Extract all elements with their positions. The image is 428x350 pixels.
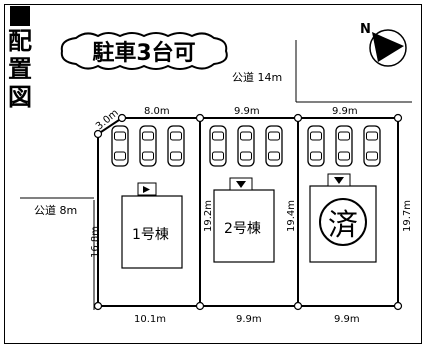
entrance-arrow-icon	[137, 182, 157, 196]
parking-capacity-note: 駐車3台可	[56, 30, 232, 72]
boundary-marker	[195, 301, 205, 311]
entrance-arrow-icon	[327, 173, 351, 187]
site-plan-frame	[4, 4, 422, 344]
car-icon	[265, 125, 283, 167]
boundary-marker	[393, 301, 403, 311]
title-char-3: 図	[8, 83, 32, 111]
boundary-marker	[293, 113, 303, 123]
lot-2-frontage: 9.9m	[234, 106, 260, 117]
boundary-marker	[393, 113, 403, 123]
title-char-1: 配	[8, 27, 32, 55]
car-icon	[335, 125, 353, 167]
boundary-marker	[93, 301, 103, 311]
plan-title: 配 置 図	[6, 6, 34, 126]
boundary-marker	[293, 301, 303, 311]
lot-3-depth: 19.4m	[286, 199, 297, 232]
lot-1-depth: 16.8m	[90, 225, 101, 258]
car-icon	[209, 125, 227, 167]
sold-mark: 済	[319, 198, 367, 246]
road-north-label: 公道 14m	[232, 71, 283, 84]
lot-3-frontage: 9.9m	[332, 106, 358, 117]
car-icon	[307, 125, 325, 167]
car-icon	[111, 125, 129, 167]
car-icon	[363, 125, 381, 167]
entrance-arrow-icon	[229, 177, 253, 191]
boundary-marker	[93, 129, 103, 139]
boundary-marker	[195, 113, 205, 123]
car-icon	[139, 125, 157, 167]
boundary-marker	[117, 113, 127, 123]
house-1-footprint	[121, 195, 183, 269]
lot-2-width-bottom: 9.9m	[236, 314, 262, 325]
house-1-label: 1号棟	[132, 227, 169, 243]
house-2-label: 2号棟	[224, 221, 261, 237]
site-boundary	[97, 117, 399, 307]
parking-cars	[111, 125, 381, 167]
title-char-2: 置	[8, 55, 32, 83]
lot-3-depth-right: 19.7m	[402, 199, 413, 232]
lot-2-depth: 19.2m	[203, 199, 214, 232]
lot-1-width-bottom: 10.1m	[134, 314, 167, 325]
car-icon	[167, 125, 185, 167]
cloud-bubble-outline	[60, 32, 228, 70]
boundary-markers	[93, 113, 403, 311]
compass-north-label: N	[360, 22, 371, 37]
title-marker	[10, 6, 30, 26]
car-icon	[237, 125, 255, 167]
lot-3-width-bottom: 9.9m	[334, 314, 360, 325]
lot-1-frontage: 8.0m	[144, 106, 170, 117]
compass-icon	[369, 29, 407, 67]
road-west-label: 公道 8m	[34, 204, 78, 217]
parking-capacity-text: 駐車3台可	[92, 41, 196, 66]
house-2-footprint	[213, 189, 275, 263]
